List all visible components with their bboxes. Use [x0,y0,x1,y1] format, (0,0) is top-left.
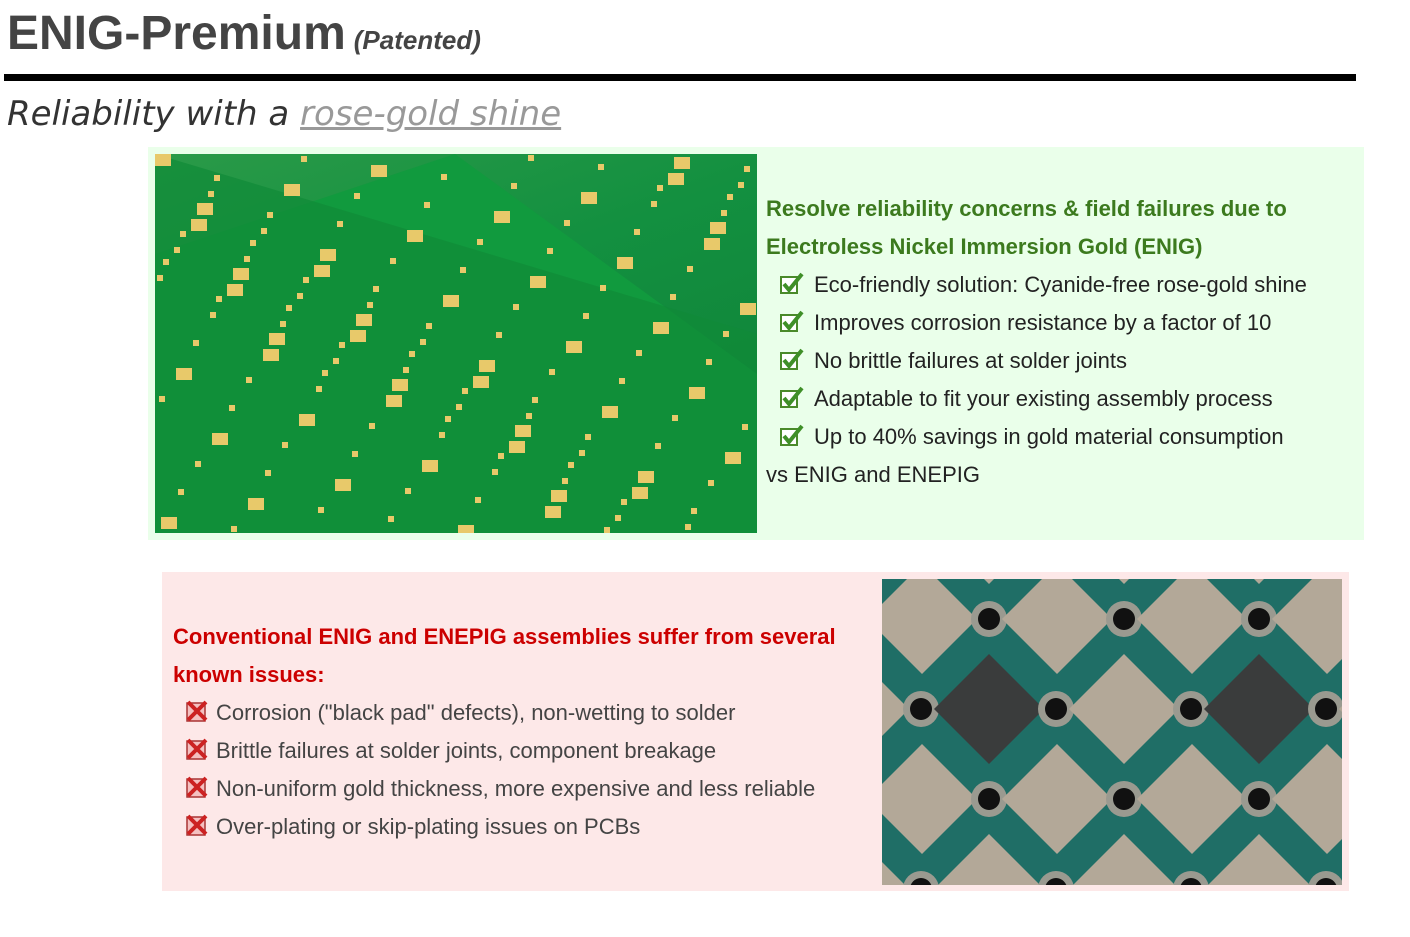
benefit-item: Up to 40% savings in gold material consu… [766,418,1366,456]
benefits-text: Resolve reliability concerns & field fai… [766,190,1366,494]
benefit-text: Eco-friendly solution: Cyanide-free rose… [814,272,1307,297]
x-mark-icon [186,776,208,798]
issue-item: Brittle failures at solder joints, compo… [173,732,893,770]
issue-text: Non-uniform gold thickness, more expensi… [216,776,816,801]
pcb-illustration [155,154,757,533]
title-text: ENIG-Premium [7,7,346,60]
issue-text: Brittle failures at solder joints, compo… [216,738,717,763]
benefit-item: No brittle failures at solder joints [766,342,1366,380]
issue-item: Corrosion ("black pad" defects), non-wet… [173,694,893,732]
checkbox-checked-icon [780,424,804,446]
issue-text: Corrosion ("black pad" defects), non-wet… [216,700,736,725]
issues-text: Conventional ENIG and ENEPIG assemblies … [173,618,893,846]
issue-item: Non-uniform gold thickness, more expensi… [173,770,893,808]
benefit-text: Adaptable to fit your existing assembly … [814,386,1273,411]
issues-heading: Conventional ENIG and ENEPIG assemblies … [173,624,836,687]
x-mark-icon [186,700,208,722]
issue-item: Over-plating or skip-plating issues on P… [173,808,893,846]
black-pad-photo [882,579,1342,885]
page-title: ENIG-Premium(Patented) [7,6,481,61]
benefit-text: Up to 40% savings in gold material consu… [814,424,1284,449]
checkbox-checked-icon [780,272,804,294]
benefits-heading: Resolve reliability concerns & field fai… [766,196,1287,259]
benefit-text: No brittle failures at solder joints [814,348,1128,373]
pad-illustration [882,579,1342,885]
benefits-tail: vs ENIG and ENEPIG [766,462,980,487]
subtitle-text: Reliability with a [7,94,301,134]
benefit-item: Improves corrosion resistance by a facto… [766,304,1366,342]
divider [4,74,1356,81]
x-mark-icon [186,738,208,760]
benefit-item: Eco-friendly solution: Cyanide-free rose… [766,266,1366,304]
checkbox-checked-icon [780,348,804,370]
x-mark-icon [186,814,208,836]
checkbox-checked-icon [780,386,804,408]
subtitle: Reliability with a rose-gold shine [7,94,561,134]
checkbox-checked-icon [780,310,804,332]
issue-text: Over-plating or skip-plating issues on P… [216,814,641,839]
pcb-photo [155,154,757,533]
rose-gold-link[interactable]: rose-gold shine [300,94,562,134]
benefit-item: Adaptable to fit your existing assembly … [766,380,1366,418]
patented-label: (Patented) [353,25,481,55]
benefit-text: Improves corrosion resistance by a facto… [814,310,1272,335]
